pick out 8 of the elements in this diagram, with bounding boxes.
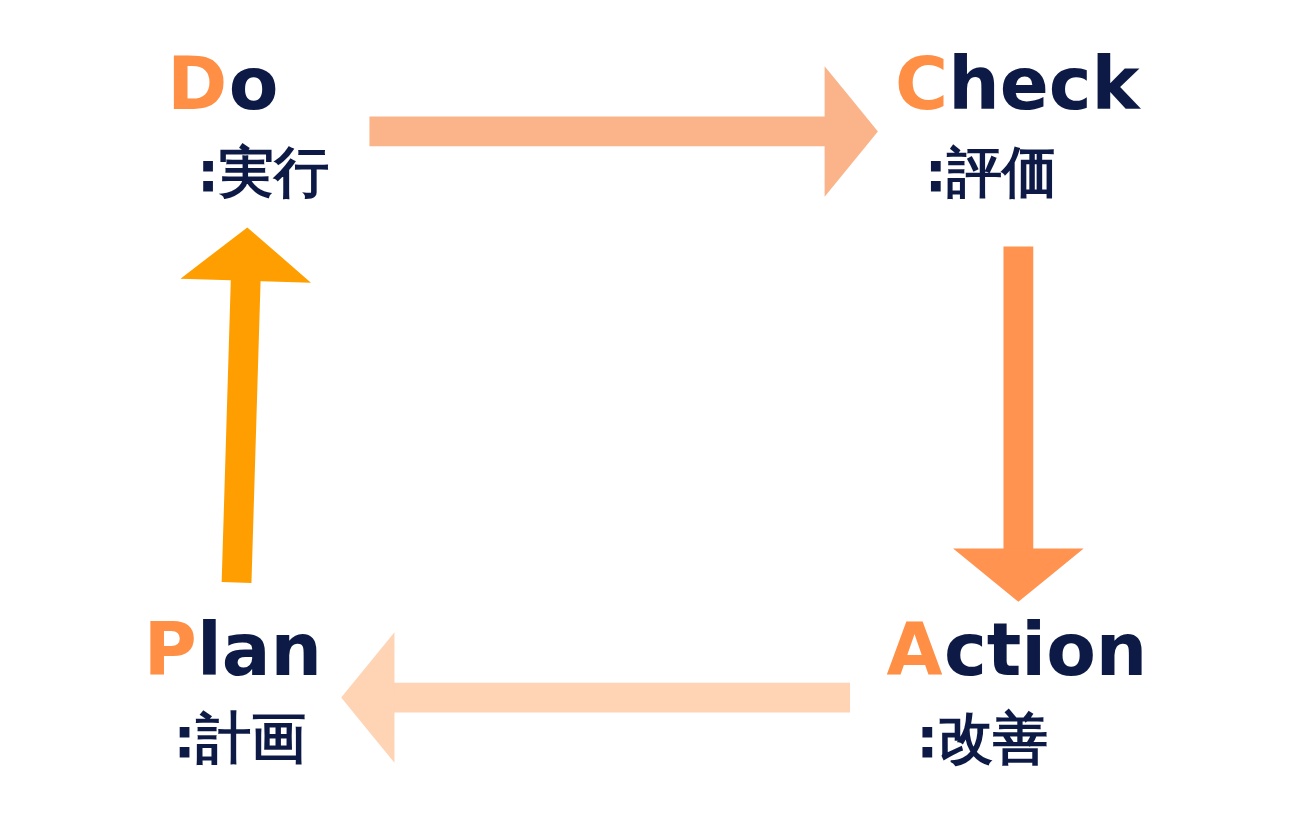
node-text: Do :実行 — [167, 41, 330, 204]
arrow — [369, 66, 878, 197]
node-text: Action :改善 — [886, 607, 1148, 770]
arrow — [180, 227, 311, 583]
arrow — [953, 246, 1084, 602]
arrow — [341, 632, 850, 763]
node-text: Plan :計画 — [143, 607, 323, 770]
node-text: Check :評価 — [894, 41, 1140, 204]
